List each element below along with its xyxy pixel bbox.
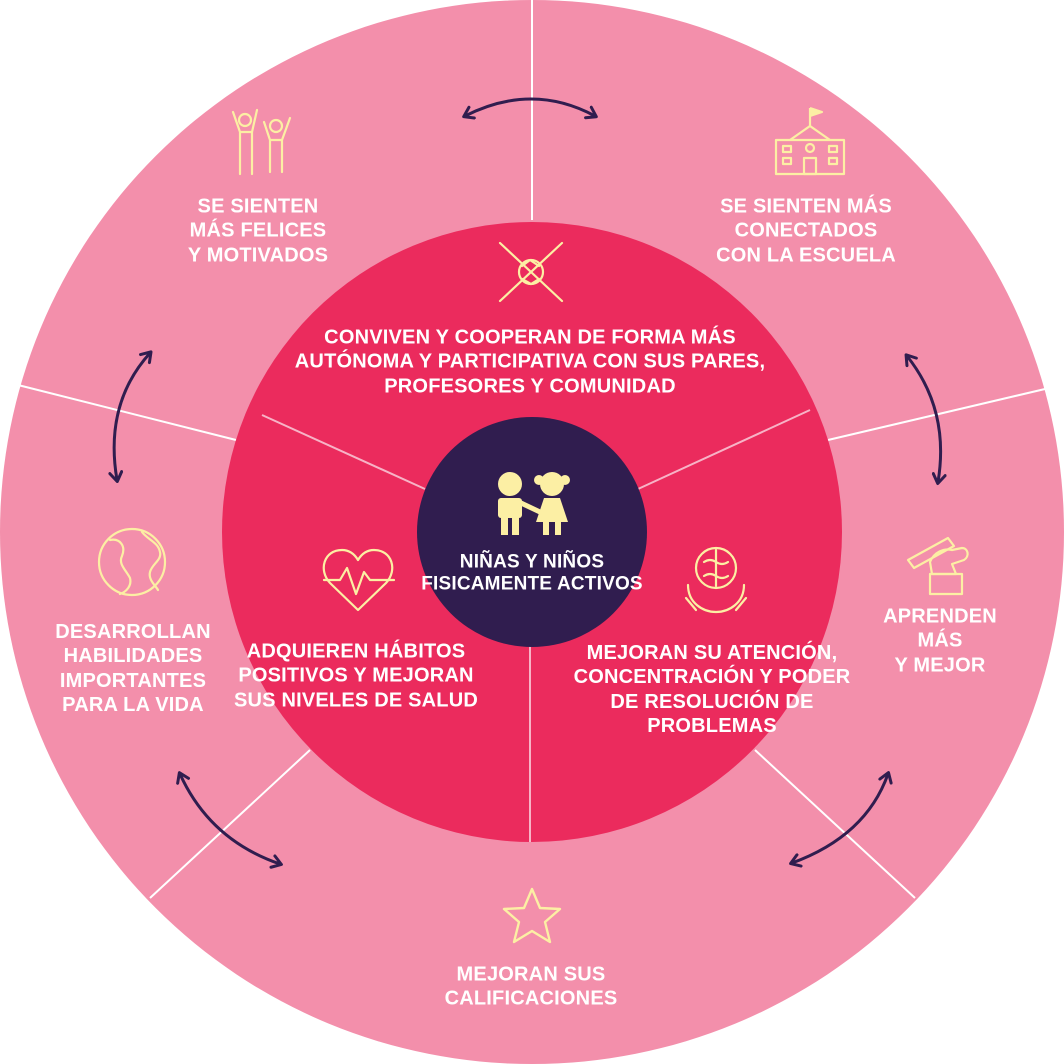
globe-icon — [97, 527, 167, 597]
joined-hands-icon — [498, 241, 564, 303]
cheering-people-icon — [231, 108, 292, 176]
arrow-school-learn — [904, 353, 947, 485]
heart-pulse-icon — [322, 548, 396, 612]
inner-label-health: ADQUIEREN HÁBITOS POSITIVOS Y MEJORAN SU… — [233, 640, 479, 712]
outer-label-school: SE SIENTEN MÁS CONECTADOS CON LA ESCUELA — [716, 195, 896, 267]
arrow-skills-happy — [108, 350, 153, 483]
inner-dividers — [261, 409, 811, 842]
school-building-icon — [774, 106, 846, 176]
cycle-arrows — [108, 97, 947, 869]
outer-label-learn: APRENDEN MÁS Y MEJOR — [883, 605, 997, 677]
outer-label-skills: DESARROLLAN HABILIDADES IMPORTANTES PARA… — [55, 621, 211, 717]
arrow-learn-grades — [789, 771, 893, 868]
outer-label-grades: MEJORAN SUS CALIFICACIONES — [444, 963, 618, 1010]
hand-pencil-icon — [906, 536, 969, 596]
outer-label-happy: SE SIENTEN MÁS FELICES Y MOTIVADOS — [187, 195, 329, 267]
arrow-happy-school — [462, 97, 598, 120]
inner-label-cooperate: CONVIVEN Y COOPERAN DE FORMA MÁS AUTÓNOM… — [294, 326, 766, 398]
arrow-grades-skills — [176, 771, 283, 869]
star-icon — [502, 887, 562, 944]
children-holding-hands-icon — [498, 472, 570, 535]
center-circle — [417, 417, 647, 647]
brain-hands-icon — [684, 546, 748, 614]
inner-label-attention: MEJORAN SU ATENCIÓN, CONCENTRACIÓN Y POD… — [573, 642, 851, 738]
center-label: NIÑAS Y NIÑOS FISICAMENTE ACTIVOS — [421, 551, 643, 595]
